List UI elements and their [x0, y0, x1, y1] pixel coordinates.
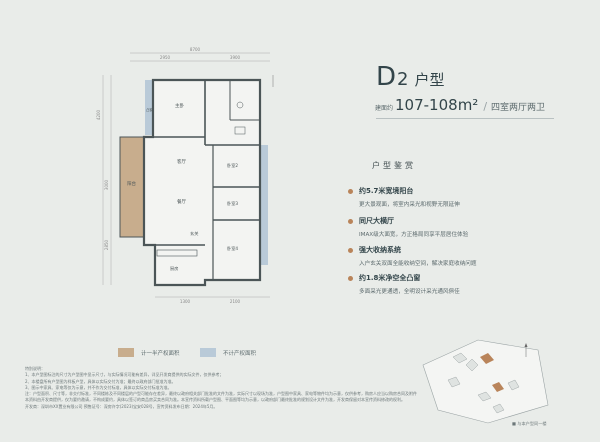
area-value: 107-108m² [395, 96, 479, 114]
dim-bottom-b: 2100 [230, 299, 241, 304]
feature-title: 约5.7米宽境阳台 [359, 187, 414, 195]
area-line: 建面约 107-108m² / 四室两厅两卫 [375, 96, 545, 114]
unit-title: D 2 户型 [376, 62, 445, 92]
room-entry: 玄关 [190, 230, 198, 237]
room-bedroom3: 卧室3 [227, 200, 238, 207]
room-master: 主卧 [175, 102, 184, 109]
notes-line: 特别说明： [25, 366, 45, 371]
unit-letter: D [376, 62, 397, 92]
unit-number: 2 [397, 69, 409, 90]
room-balcony: 阳台 [127, 180, 136, 187]
notes-line: 开发商：深圳市XX置业有限公司 预售证号：深房许字(2023)宝安028号，宣传… [25, 403, 218, 409]
floor-plan: 8700 2950 3900 4200 3000 2850 1300 2100 … [96, 47, 274, 304]
bay-window-right [260, 145, 268, 265]
room-living: 客厅 [177, 158, 186, 165]
bay-window-master [145, 80, 153, 135]
notes-line: 本资料由开发商提供，仅为要约邀请，不构成要约，具体以签订的商品房买卖合同为准。本… [25, 397, 405, 403]
north-arrow-icon [524, 343, 528, 357]
legend-swatch-none [200, 348, 216, 357]
legend-none-label: 不计产权面积 [223, 350, 257, 357]
room-bedroom4: 卧室4 [227, 245, 238, 252]
unit-word: 户型 [414, 71, 445, 89]
notes-line: 注：户型面积、尺寸等，非交付标准，不同楼栋及不同楼层的户型可能存在差异，最终以政… [25, 391, 417, 397]
dim-left-c: 2850 [104, 239, 109, 250]
room-bedroom2: 卧室2 [227, 162, 238, 169]
area-rooms: 四室两厅两卫 [491, 103, 546, 113]
appreciation-title: 户型鉴赏 [372, 161, 416, 170]
area-label: 建面约 [375, 105, 394, 112]
bullet-icon [348, 247, 353, 253]
room-dining: 餐厅 [177, 198, 186, 205]
area-separator: / [483, 100, 488, 113]
site-plan [422, 339, 549, 424]
site-highlight-building [492, 382, 504, 392]
feature-title: 强大收纳系统 [359, 246, 401, 254]
room-bay: 凸窗 [146, 107, 153, 112]
legend-half-label: 计一半产权面积 [141, 350, 180, 357]
bullet-icon [348, 188, 353, 194]
feature-item: 约1.8米净空全凸窗 多面采光更通透，全明设计采光通风俱佳 [348, 273, 460, 295]
legend-swatch-half [118, 348, 134, 357]
dim-bottom-a: 1300 [180, 299, 191, 304]
notes-line: 3、图示中家具、家电等仅为示意，并不作为交付标准，具体以实际交付标准为准。 [25, 384, 172, 390]
dim-left-b: 3000 [104, 179, 109, 190]
feature-desc: 入户玄关双面全能收纳空间，解决家庭收纳问题 [359, 261, 477, 267]
site-caption: ■ 与本户型同一楼 [512, 421, 547, 426]
bullet-icon [348, 218, 353, 224]
divider [376, 118, 554, 119]
legend-no-area: 不计产权面积 [200, 348, 256, 357]
dim-left-a: 4200 [96, 109, 101, 120]
notes-line: 1、本户型图标注的尺寸为户型图中显示尺寸，与实际情况可能有差异，详见开发商提供的… [25, 372, 224, 378]
feature-desc: IMAX级大面宽，方正格局同享平层居住体验 [359, 232, 469, 238]
feature-desc: 更大景观面，将室内采光和视野无限延伸 [359, 202, 460, 208]
dim-top-a: 2950 [160, 55, 171, 60]
balcony-area [119, 136, 145, 238]
feature-item: 同尺大横厅 IMAX级大面宽，方正格局同享平层居住体验 [348, 216, 468, 238]
feature-desc: 多面采光更通透，全明设计采光通风俱佳 [359, 289, 460, 295]
site-highlight-building [480, 353, 494, 364]
notes-line: 2、本楼盘所有户型图为样板户型，具体以实际交付为准；最终以政府部门批准为准。 [25, 378, 176, 384]
dim-top-b: 3900 [230, 55, 241, 60]
notes-block: 特别说明： 1、本户型图标注的尺寸为户型图中显示尺寸，与实际情况可能有差异，详见… [25, 366, 417, 410]
feature-item: 强大收纳系统 入户玄关双面全能收纳空间，解决家庭收纳问题 [348, 245, 476, 267]
bullet-icon [348, 275, 353, 281]
room-kitchen: 厨房 [170, 265, 178, 272]
legend-half-area: 计一半产权面积 [118, 348, 180, 357]
dim-top-total: 8700 [190, 47, 201, 52]
feature-item: 约5.7米宽境阳台 更大景观面，将室内采光和视野无限延伸 [348, 186, 460, 208]
feature-title: 约1.8米净空全凸窗 [359, 274, 421, 282]
feature-title: 同尺大横厅 [359, 217, 394, 225]
